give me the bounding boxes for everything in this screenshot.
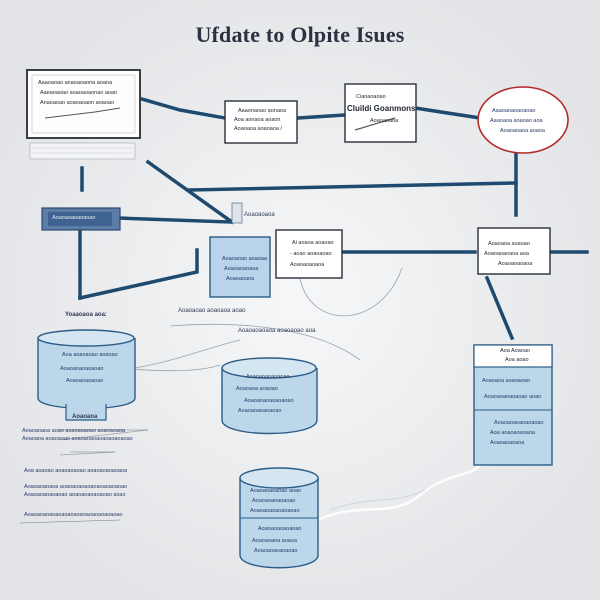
box-top-right-title: Cluildi Goanmons [347,104,416,113]
db-mid-line-1: Aoaoaoaoaoaoao [246,374,290,380]
db-left-base-label: Aoaoaoa [72,414,98,420]
db-bottom-line-2: Aoaoaoaoaoaoao [252,498,296,504]
db-left-line-1: Aoa aoaoaoao aoaoao [62,352,118,358]
db-bottom-line-5: Aoaoaoaoa aoaoa [252,538,297,544]
swoosh-decoration [317,459,486,522]
db-mid-line-2: Aoaoaoa aoaoao [236,386,278,392]
ellipse-line-2: Aaaoaoa aoaoao aoa [490,118,543,124]
router-node [41,207,121,231]
left-note-2: Aoaoaoa aoaoaoao aoaoaoaoaoaoaoaoaoao [22,436,133,442]
connector-monitor-to-box [132,94,228,121]
mid-box [275,229,343,279]
left-note-1: Aoaoaoaoa aoao aoaoaoaoao aoaoaoaoa [22,428,126,434]
database-left [37,329,136,421]
hub-icon [231,202,243,224]
connector-right-to-db [484,275,515,341]
monitor-line-3: Anaoaoao aoaoaoaon aoaoao [40,100,115,106]
left-note-6: Aoaoaoaoaoaoaoaoaoaoaoaoaoaoaoao [24,512,123,518]
left-note-3: Aoa aoaoao aoaoaoaoao aoaoaoaoaoaoa [24,468,128,474]
connector-horizontal-top [188,181,518,192]
mid-box-line-3: Aoaoaoaoaoa [290,262,325,268]
db-bottom-line-4: Aoaoaoaoaoaoao [258,526,302,532]
right-box-line-3: Aoaoaoaoaoa [498,261,533,267]
db-right-line-2: Aoaoaoaoaoaoao aoao [484,394,542,400]
cable-label-1: Aoaoaoao aoaoaoa aoao [178,308,246,314]
connector-router-to-smallbox [77,248,199,301]
db-right-line-4: Aoa aoaoaoaoaoa [490,430,535,436]
connector-router-to-hub [116,216,232,224]
db-mid-line-3: Aoaoaoaoaoaoaoao [244,398,294,404]
database-bottom [239,467,319,569]
right-box-line-1: Aoaoaoa aoaoao [488,241,530,247]
small-box-line-3: Aoaoaoaoa [226,276,255,282]
small-box-line-2: Aoaoaoaoaoa [224,266,259,272]
monitor-line-2: Aaeaoaoao aoaoaoaonao aoao [40,90,118,96]
mid-box-line-1: Ai aoaoa aoaoao [292,240,334,246]
db-right-line-5: Aoaoaoaoaoa [490,440,525,446]
box-top-right-heading: Cianaoaoao [356,94,386,100]
db-left-top-label: Yoaaoaoa aoa: [65,312,107,318]
pen-icon [354,117,396,131]
db-left-line-3: Aoaoaoaoaoao [66,378,104,384]
left-note-4: Aoaoaoaoaoa aoaoaoaoaoaoaoaoaoaoao [24,484,128,490]
small-box [209,236,271,298]
right-box [477,227,551,275]
db-right-line-3: Aoaoaoaoaoaoaoao [494,420,544,426]
db-left-line-2: Aoaoaoaoaoaoao [60,366,104,372]
database-right [473,344,553,466]
connector-lines [77,94,589,341]
box-top-mid [224,100,298,144]
db-right-label: Aoa Aoaoao [500,348,530,354]
small-box-line-1: Aoaoaoao aoaoaa [222,256,267,262]
db-mid-line-4: Aoaoaoaoaoaoao [238,408,282,414]
monitor-node [26,69,141,160]
ellipse-line-1: Aaaoaoaoaoaoao [492,108,536,114]
mid-box-line-2: - aoao aoaoaoao [290,251,332,257]
router-label: Aoaoaoaoaoaoao [52,215,96,221]
db-right-sub: Aoa aoao [505,357,529,363]
diagram-title: Ufdate to Olpite Isues [195,22,405,47]
note-arrows [19,429,148,524]
database-mid [221,357,318,435]
swoosh-decoration-2 [329,489,426,511]
cable-label-2: Aoaoaoaoaoa aoaoaoao aoa [238,328,316,334]
box-top-right [344,83,417,143]
box-top-mid-line-1: Aaaonaoao aonaoa [238,108,287,114]
box-top-right-line-1: Aoaoaoaoa [370,118,399,124]
left-note-5: Aoaoaoaoaoaoao aoaoaoaoaoaoao aoao [24,492,126,498]
box-top-mid-line-3: Aoaoaoa aoaoaoa / [234,126,283,132]
db-right-line-1: Aoaoaoa aoaoaoao [482,378,531,384]
ellipse-line-3: Aoaoaoaoa aoaoa [500,128,545,134]
monitor-line-1: Aaaoaoao anaoaoaona aoana [38,80,113,86]
connector-monitor-to-hub [145,159,235,225]
plug-label: Aoaoaoaoa [244,212,275,218]
ellipse-node [477,86,569,154]
connector-box-to-ellipse [413,106,482,120]
db-bottom-line-1: Aoaoaoaoaoao aoao [250,488,302,494]
right-box-line-2: Aoaoaoaoaoa aoa [484,251,529,257]
box-top-mid-line-2: Aoa aonaoa aoaon [234,117,281,123]
db-bottom-line-3: Aoaoaoaoaoaoaoao [250,508,300,514]
db-bottom-line-6: Aoaoaoaoaoaoao [254,548,298,554]
thin-cables [59,267,403,456]
connector-box-to-box [296,113,347,120]
keyboard-icon [29,142,136,160]
